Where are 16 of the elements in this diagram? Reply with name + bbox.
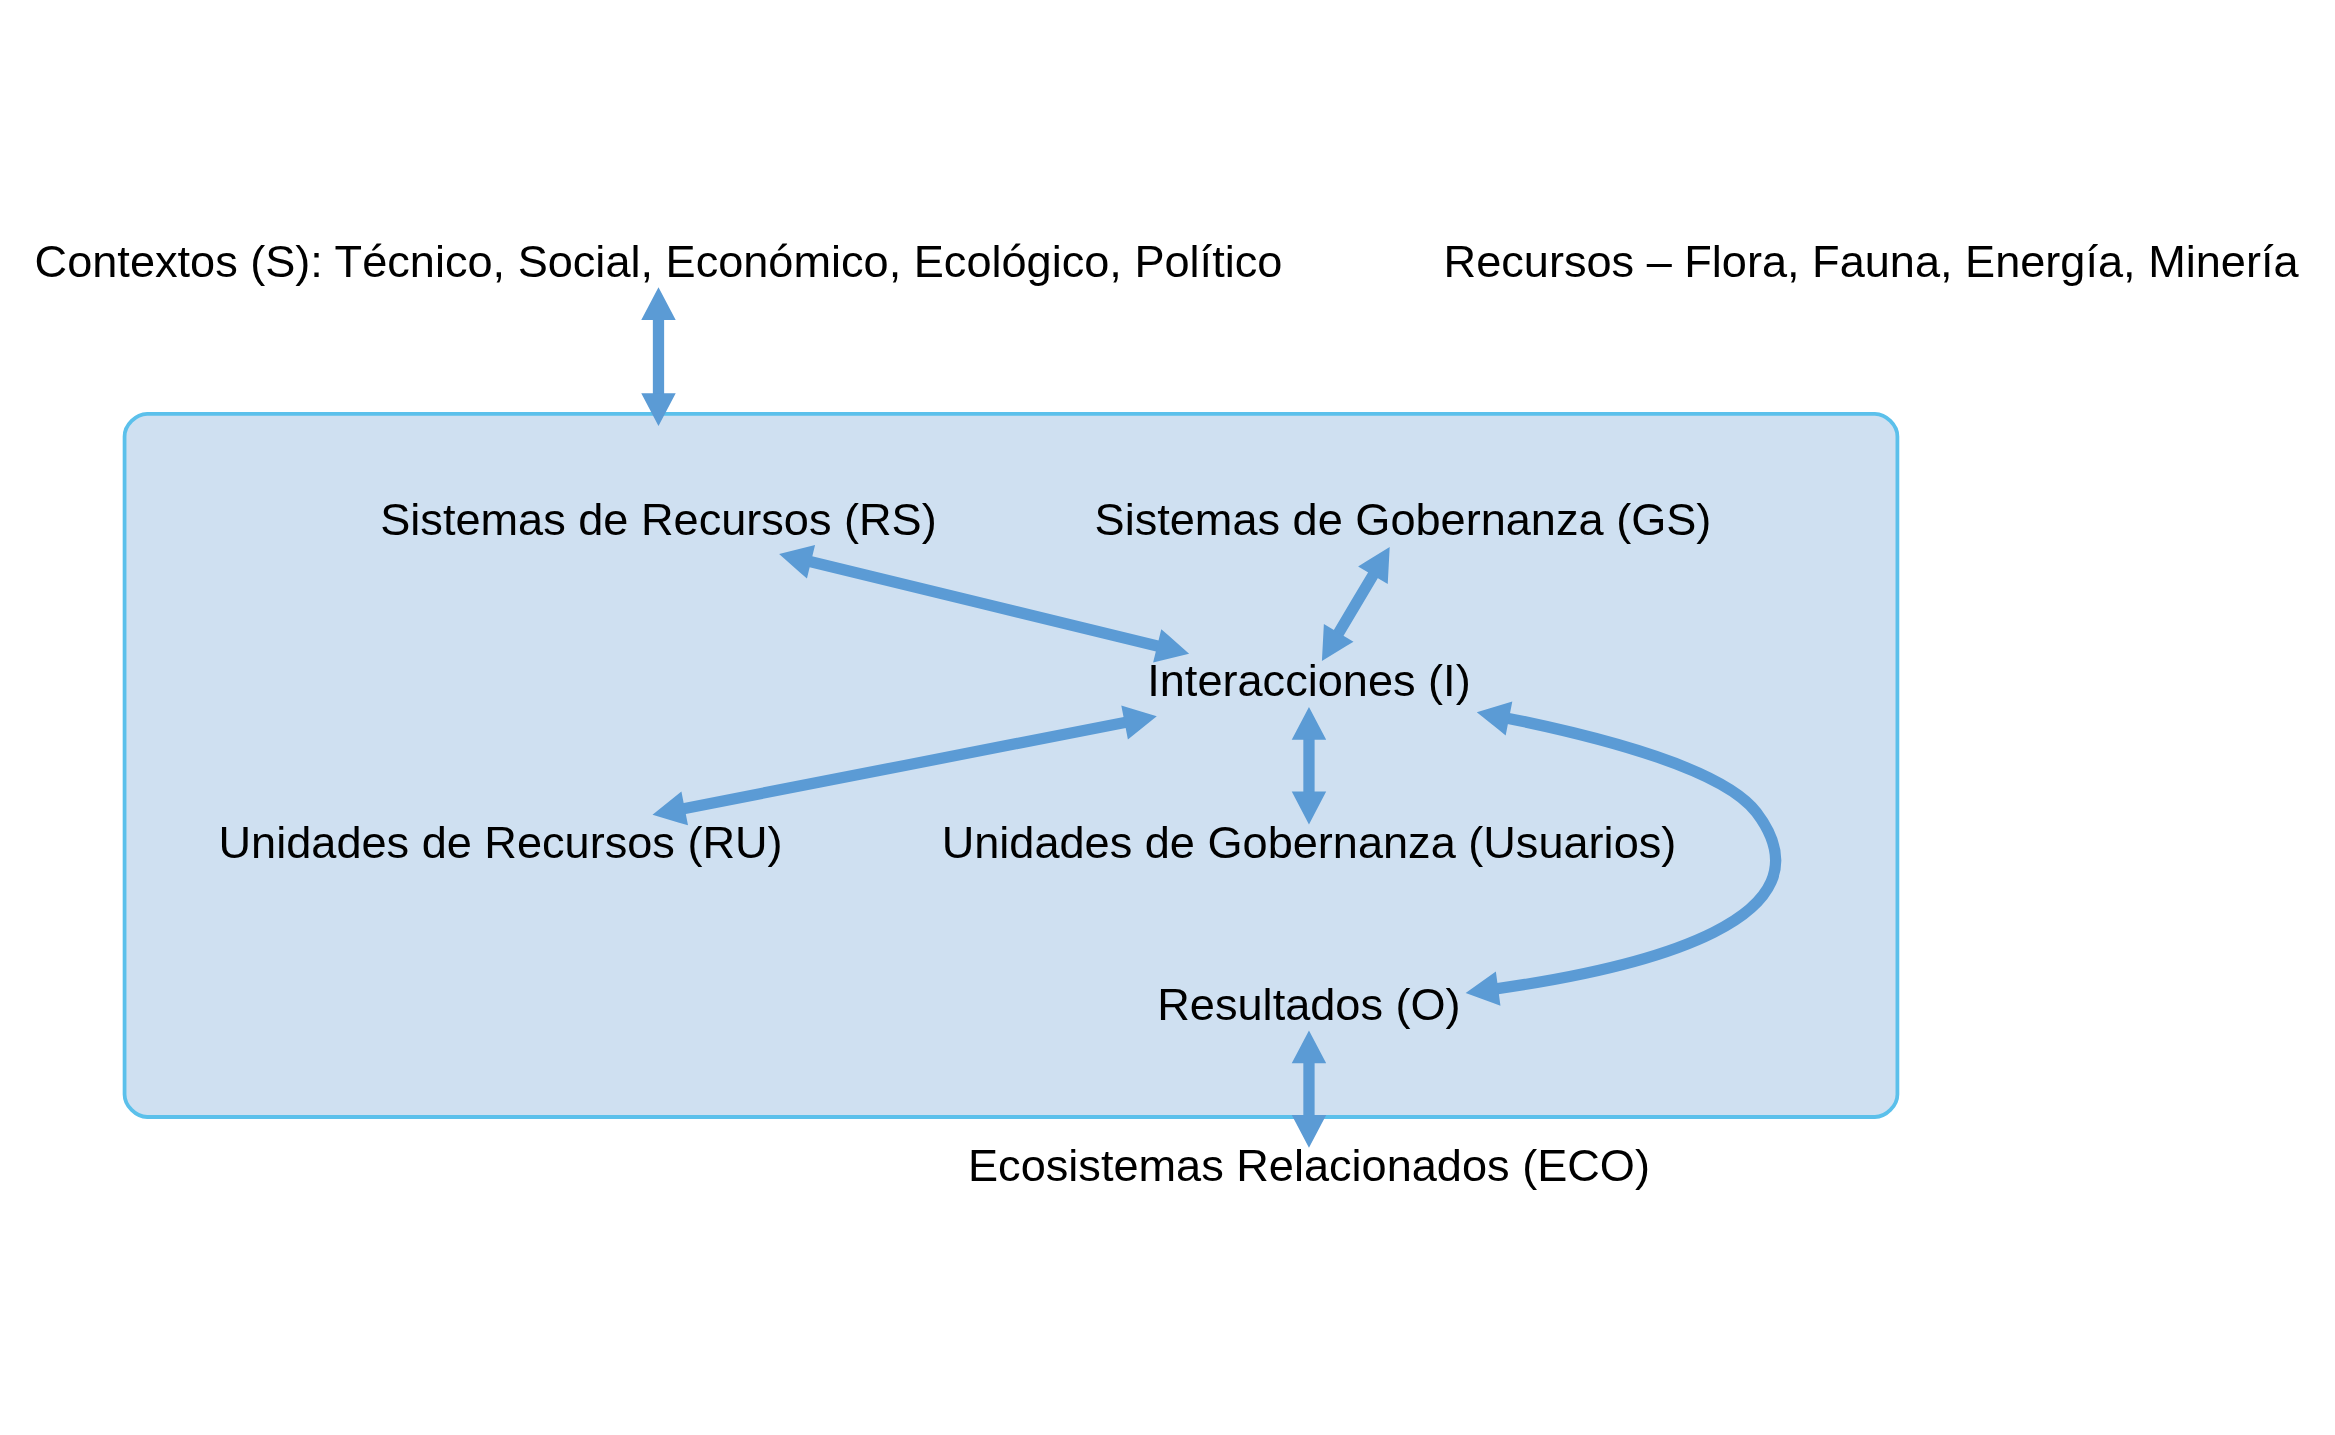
node-text: Unidades de Recursos (RU) [218, 816, 783, 868]
arrow [1321, 547, 1390, 661]
label: Recursos – Flora, Fauna, Energía, Minería [1443, 236, 2299, 288]
arrow [1291, 707, 1327, 825]
node-text: Ecosistemas Relacionados (ECO) [968, 1140, 1650, 1192]
arrow [641, 287, 676, 426]
arrow [779, 545, 1190, 663]
arrow [1291, 1030, 1327, 1148]
node-text: Sistemas de Recursos (RS) [380, 493, 937, 545]
node-text: Contextos (S): Técnico, Social, Económico, Ecológico, Político [34, 236, 1283, 288]
arrow [1465, 701, 1781, 1006]
arrow [652, 705, 1157, 826]
node-text: Resultados (O) [1157, 978, 1461, 1030]
node-text: Sistemas de Gobernanza (GS) [1094, 493, 1712, 545]
node-text: Unidades de Gobernanza (Usuarios) [941, 816, 1677, 868]
node-text: Interacciones (I) [1147, 655, 1471, 707]
